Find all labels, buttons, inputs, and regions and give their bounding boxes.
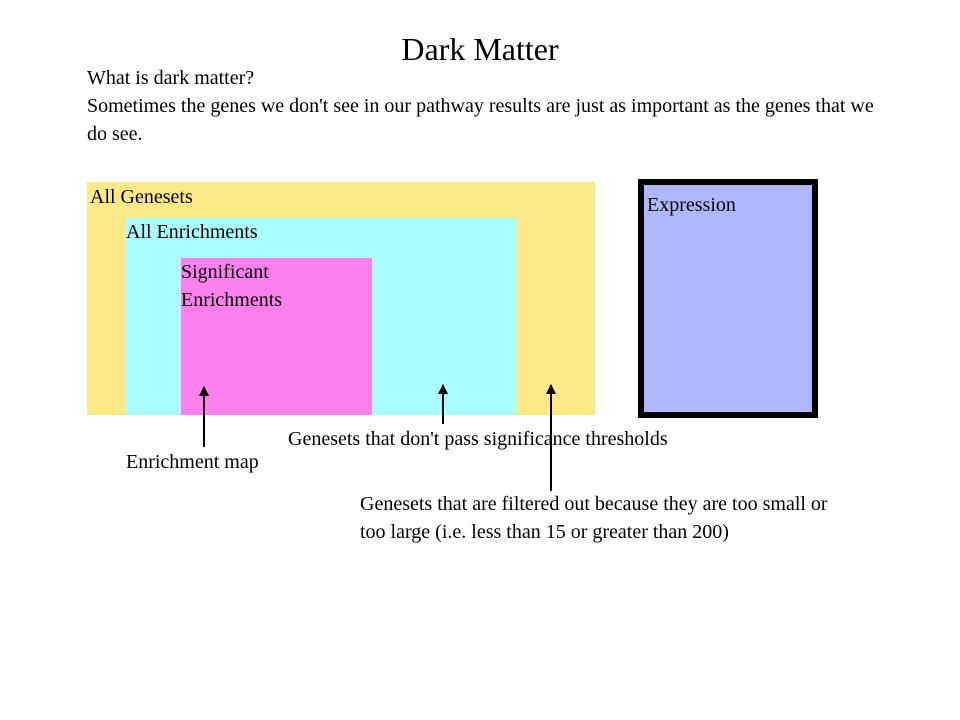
slide-title: Dark Matter [401, 31, 559, 67]
not-significant-label: Genesets that don't pass significance th… [288, 428, 668, 450]
intro-text: What is dark matter? Sometimes the genes… [87, 64, 887, 148]
filtered-out-label: Genesets that are filtered out because t… [360, 493, 828, 543]
all-enrichments-label: All Enrichments [126, 221, 258, 243]
significant-enrichments-label: Significant Enrichments [181, 261, 283, 311]
all-genesets-label: All Genesets [90, 186, 193, 208]
intro-body: Sometimes the genes we don't see in our … [87, 95, 874, 145]
significant-enrichments-box: Significant Enrichments [181, 258, 372, 415]
expression-box: Expression [638, 179, 818, 418]
expression-label: Expression [647, 194, 736, 216]
enrichment-map-label: Enrichment map [126, 451, 259, 473]
intro-question: What is dark matter? [87, 67, 255, 89]
